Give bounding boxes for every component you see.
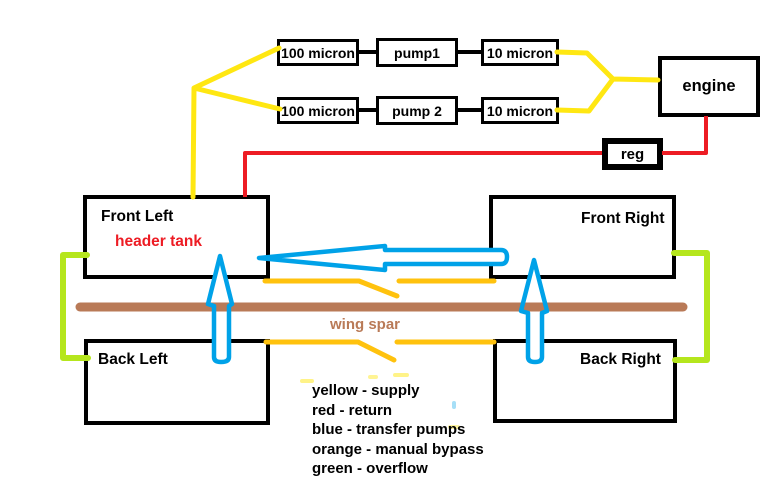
legend-line-green: green - overflow <box>312 460 428 477</box>
wing-spar-label: wing spar <box>330 316 401 333</box>
front-right-tank-label: Front Right <box>581 210 665 227</box>
pump1-box: pump1 <box>376 38 458 67</box>
smudge-mark <box>368 375 378 379</box>
back-right-tank: Back Right <box>493 339 677 423</box>
smudge-mark <box>452 401 456 409</box>
header-tank-label: header tank <box>115 233 203 250</box>
front-left-tank: Front Left header tank <box>83 195 270 279</box>
back-left-tank: Back Left <box>84 339 270 425</box>
pump2-box: pump 2 <box>376 96 458 125</box>
engine-box: engine <box>658 56 760 117</box>
filter-box-100-micron-2: 100 micron <box>277 97 359 124</box>
legend-line-blue: blue - transfer pumps <box>312 421 466 438</box>
back-left-tank-label: Back Left <box>98 351 168 368</box>
smudge-mark <box>448 425 460 429</box>
smudge-mark <box>300 379 314 383</box>
legend-line-yellow: yellow - supply <box>312 382 420 399</box>
filter-box-10-micron-1: 10 micron <box>481 39 559 66</box>
front-left-tank-label: Front Left <box>101 208 174 225</box>
legend-line-red: red - return <box>312 401 393 419</box>
back-right-tank-label: Back Right <box>580 351 661 368</box>
transfer-arrow-horizontal <box>256 243 510 273</box>
reg-box: reg <box>602 138 663 170</box>
legend: yellow - supply red - return blue - tran… <box>312 381 484 479</box>
smudge-mark <box>393 373 409 377</box>
front-right-tank: Front Right <box>489 195 676 279</box>
legend-line-orange: orange - manual bypass <box>312 440 484 458</box>
transfer-arrow-horizontal-fill <box>259 246 507 270</box>
filter-box-100-micron-1: 100 micron <box>277 39 359 66</box>
filter-box-10-micron-2: 10 micron <box>481 97 559 124</box>
